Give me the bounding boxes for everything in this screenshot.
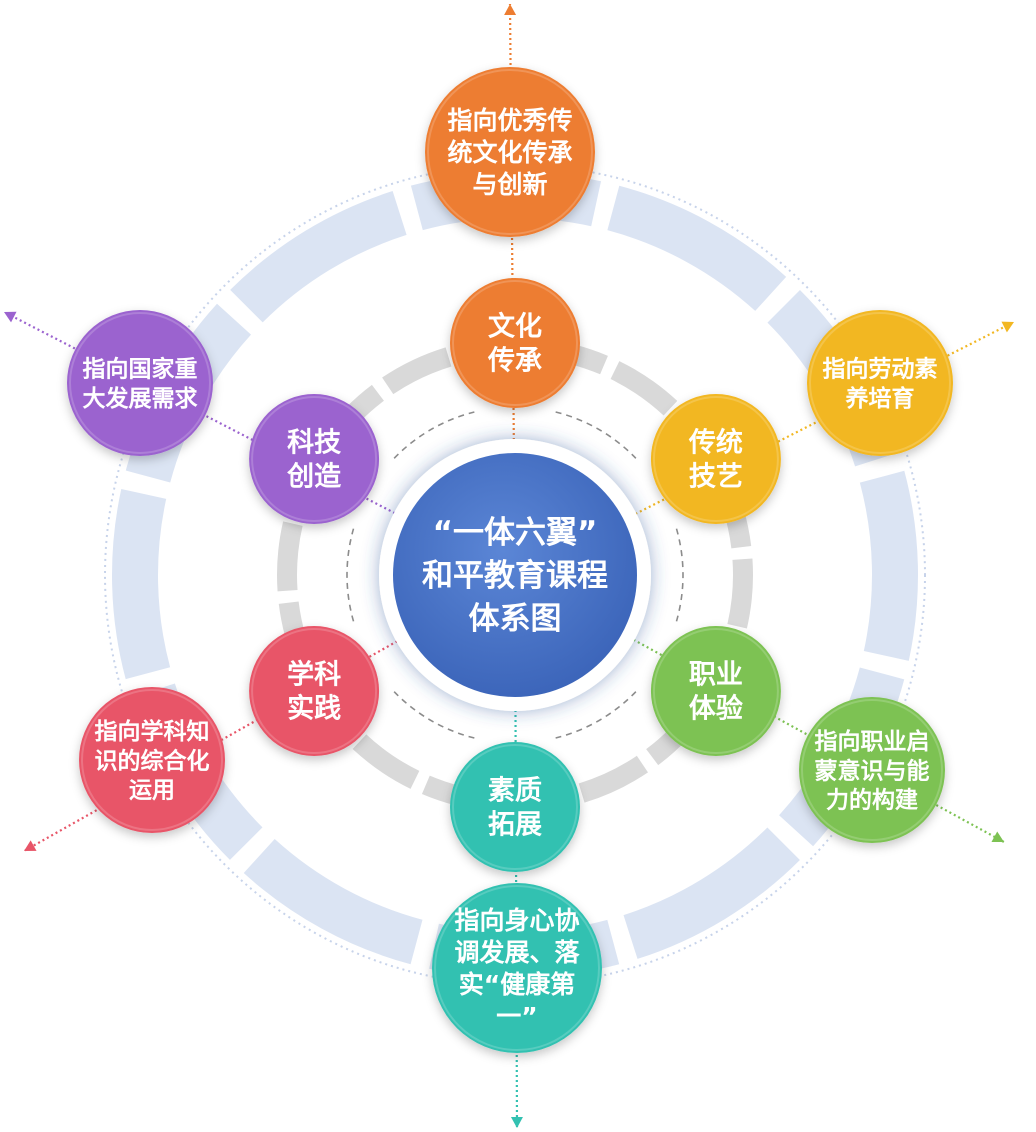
craft-node-circle [650,394,781,524]
craft-node-label-line: 传统 [688,427,743,459]
tech-node-circle [249,394,380,524]
craft-node-highlight [652,396,779,522]
outer-health-node-label-line: 调发展、落 [454,938,580,967]
arrow-head [510,1116,523,1128]
nodes-layer: 指向优秀传统文化传承与创新指向劳动素养培育指向职业启蒙意识与能力的构建指向身心协… [67,67,953,1053]
outer-subject-node-label-line: 运用 [129,778,175,804]
outer-nation-node-highlight [69,312,211,454]
career-node-label-line: 体验 [689,693,743,725]
culture-node-highlight [452,280,578,406]
culture-node-label-line: 文化 [488,311,542,343]
outer-culture-node-label-line: 统文化传承 [447,138,572,167]
outer-career-node-circle [799,697,945,843]
outer-nation-node-label-line: 指向国家重 [83,356,198,383]
quality-node-circle [450,742,580,872]
arrow-head [504,4,517,16]
arrow-head [24,840,37,851]
outer-ring [112,172,918,978]
dashed-arc [346,528,355,622]
tech-node-highlight [251,396,378,522]
outer-health-node-label-line: 指向身心协 [454,906,579,935]
outer-career-node-label-line: 蒙意识与能 [815,757,930,784]
outer-culture-node-highlight [427,69,593,235]
craft-node-label-line: 技艺 [689,462,743,493]
outer-nation-node-label-line: 大发展需求 [83,385,198,412]
practice-node-label-line: 学科 [287,659,341,691]
outer-subject-node-label-line: 指向学科知 [95,718,210,745]
outer-career-node-label-line: 力的构建 [826,787,918,814]
dashed-arc [393,691,475,739]
outer-subject-node-label-line: 识的综合化 [95,747,210,774]
quality-node-label-line: 拓展 [488,810,542,841]
outer-career-node-highlight [801,699,943,841]
outer-labor-node-label-line: 指向劳动素 [823,356,938,383]
outer-subject-node-highlight [81,689,223,831]
quality-node-highlight [452,744,578,870]
outer-health-node-label-line: 一” [496,1002,537,1031]
arrow-head [4,311,17,323]
practice-node-circle [249,626,380,756]
career-node-label-line: 职业 [689,660,743,691]
outer-health-node-label-line: 实“健康第 [459,970,575,999]
culture-node-label-line: 传承 [487,346,542,377]
outer-labor-node-highlight [809,312,951,454]
culture-node: 文化传承 [450,278,580,408]
outer-nation-node-circle [67,310,213,456]
center-title-line: “一体六翼” [433,515,598,551]
career-node-circle [650,626,781,756]
tech-node-label-line: 创造 [286,462,341,493]
outer-culture-node-label-line: 指向优秀传 [447,106,572,135]
dashed-arc [555,691,637,739]
quality-node-label-line: 素质 [488,776,542,807]
outer-labor-node-circle [807,310,953,456]
career-node-highlight [652,628,779,754]
dashed-arc [675,528,684,622]
center-title-line: 体系图 [469,601,562,637]
arrow-head [1001,321,1014,333]
outer-health-node-circle [432,883,602,1053]
outer-career-node-label-line: 指向职业启 [815,728,930,755]
outer-culture-node-label-line: 与创新 [472,170,547,199]
practice-node-highlight [251,628,378,754]
tech-node-label-line: 科技 [287,428,341,459]
dashed-arcs-layer [346,411,684,739]
practice-node-label-line: 实践 [287,693,341,725]
arrow-head [991,831,1004,842]
center-circle [393,453,637,697]
center-title-line: 和平教育课程 [422,558,608,594]
outer-culture-node-circle [425,67,595,237]
dashed-arc [555,411,637,459]
outer-health-node-highlight [434,885,600,1051]
culture-node-circle [450,278,580,408]
outer-labor-node-label-line: 养培育 [845,385,915,412]
outer-subject-node-circle [79,687,225,833]
dashed-arc [393,411,475,459]
